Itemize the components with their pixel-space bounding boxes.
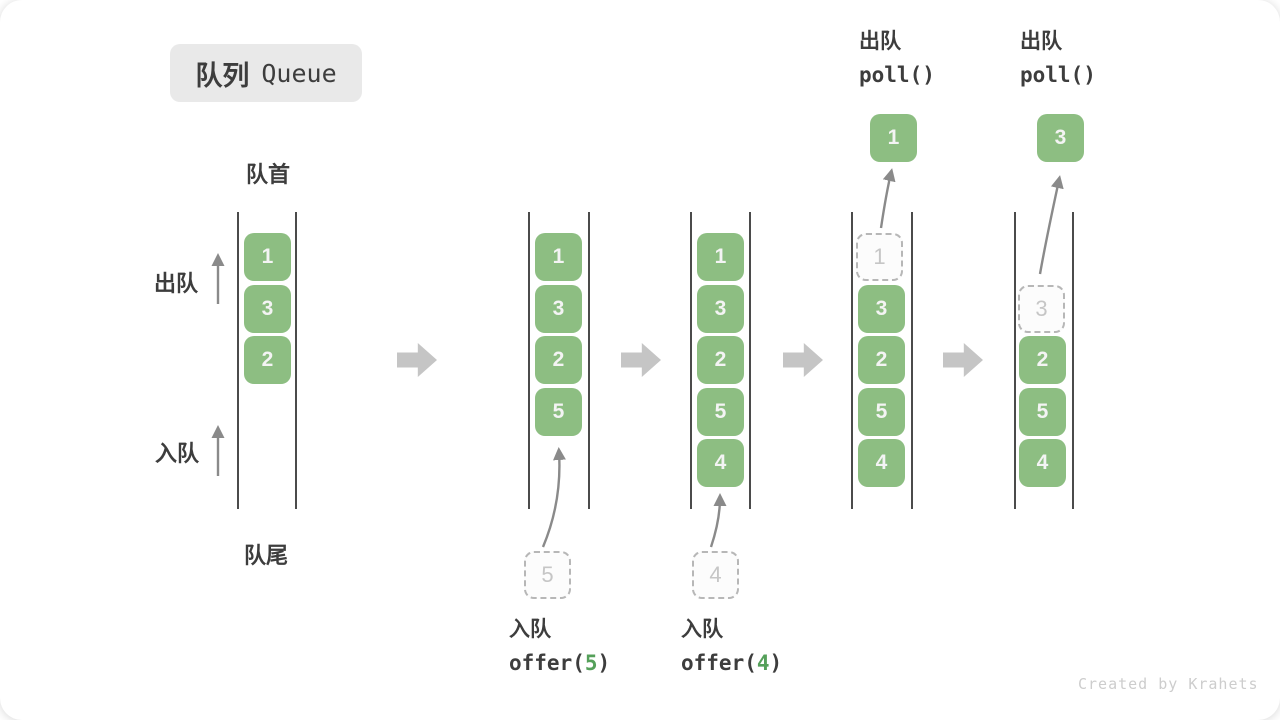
q1-left-wall bbox=[237, 212, 239, 509]
q2-slot-1: 3 bbox=[535, 285, 582, 333]
q2-slot-3: 5 bbox=[535, 388, 582, 436]
code-fn-open: offer( bbox=[509, 651, 585, 675]
q3-slot-4: 4 bbox=[697, 439, 744, 487]
op-poll-second-code: poll() bbox=[1020, 63, 1096, 87]
op-poll-first: 出队 poll() bbox=[859, 30, 935, 87]
label-queue-rear: 队尾 bbox=[244, 543, 289, 568]
q4-slot-1: 3 bbox=[858, 285, 905, 333]
code-fn-close: ) bbox=[597, 651, 611, 675]
q5-right-wall bbox=[1072, 212, 1074, 509]
q5-ghost-slot: 3 bbox=[1018, 285, 1065, 333]
q3-slot-1: 3 bbox=[697, 285, 744, 333]
q4-ghost-slot: 1 bbox=[856, 233, 903, 281]
q5-poll-arrow-icon bbox=[1038, 175, 1064, 275]
q4-right-wall bbox=[911, 212, 913, 509]
op-enqueue-5-label: 入队 bbox=[509, 618, 551, 641]
code-arg: 4 bbox=[756, 651, 770, 675]
q3-slot-0: 1 bbox=[697, 233, 744, 281]
q5-slot-2: 2 bbox=[1019, 336, 1066, 384]
q4-slot-4: 4 bbox=[858, 439, 905, 487]
q3-insert-arrow-icon bbox=[709, 493, 727, 548]
q4-left-wall bbox=[851, 212, 853, 509]
q2-slot-2: 2 bbox=[535, 336, 582, 384]
label-enqueue: 入队 bbox=[155, 441, 200, 466]
title-en: Queue bbox=[261, 58, 337, 88]
step-arrow-3 bbox=[783, 343, 823, 377]
q4-slot-3: 5 bbox=[858, 388, 905, 436]
op-enqueue-4-label: 入队 bbox=[681, 618, 723, 641]
op-poll-first-code: poll() bbox=[859, 63, 935, 87]
label-queue-front: 队首 bbox=[246, 162, 291, 187]
watermark: Created by Krahets bbox=[1078, 675, 1259, 693]
q1-right-wall bbox=[295, 212, 297, 509]
q3-slot-3: 5 bbox=[697, 388, 744, 436]
code-fn-open: offer( bbox=[681, 651, 757, 675]
q4-popped-value: 1 bbox=[870, 114, 917, 162]
step-arrow-4 bbox=[943, 343, 983, 377]
q5-popped-value: 3 bbox=[1037, 114, 1084, 162]
q3-right-wall bbox=[749, 212, 751, 509]
op-enqueue-5-code: offer(5) bbox=[509, 652, 610, 674]
step-arrow-1 bbox=[397, 343, 437, 377]
q2-right-wall bbox=[588, 212, 590, 509]
q5-left-wall bbox=[1014, 212, 1016, 509]
q4-slot-2: 2 bbox=[858, 336, 905, 384]
label-dequeue: 出队 bbox=[154, 271, 199, 296]
q3-slot-2: 2 bbox=[697, 336, 744, 384]
q5-slot-3: 5 bbox=[1019, 388, 1066, 436]
code-arg: 5 bbox=[584, 651, 598, 675]
q1-slot-1: 3 bbox=[244, 285, 291, 333]
q1-slot-0: 1 bbox=[244, 233, 291, 281]
q1-slot-2: 2 bbox=[244, 336, 291, 384]
q3-incoming-value: 4 bbox=[692, 551, 739, 599]
q2-left-wall bbox=[528, 212, 530, 509]
op-enqueue-4-code: offer(4) bbox=[681, 652, 782, 674]
q2-incoming-value: 5 bbox=[524, 551, 571, 599]
op-enqueue-4: 入队 offer(4) bbox=[681, 618, 782, 675]
op-poll-first-label: 出队 bbox=[859, 30, 901, 53]
op-enqueue-5: 入队 offer(5) bbox=[509, 618, 610, 675]
q4-poll-arrow-icon bbox=[879, 168, 896, 229]
q5-slot-4: 4 bbox=[1019, 439, 1066, 487]
q2-slot-0: 1 bbox=[535, 233, 582, 281]
q3-left-wall bbox=[690, 212, 692, 509]
q2-insert-arrow-icon bbox=[541, 447, 566, 548]
title-badge: 队列 Queue bbox=[170, 44, 362, 102]
step-arrow-2 bbox=[621, 343, 661, 377]
code-fn-close: ) bbox=[769, 651, 783, 675]
title-zh: 队列 bbox=[195, 60, 250, 91]
op-poll-second-label: 出队 bbox=[1020, 30, 1062, 53]
op-poll-second: 出队 poll() bbox=[1020, 30, 1096, 87]
